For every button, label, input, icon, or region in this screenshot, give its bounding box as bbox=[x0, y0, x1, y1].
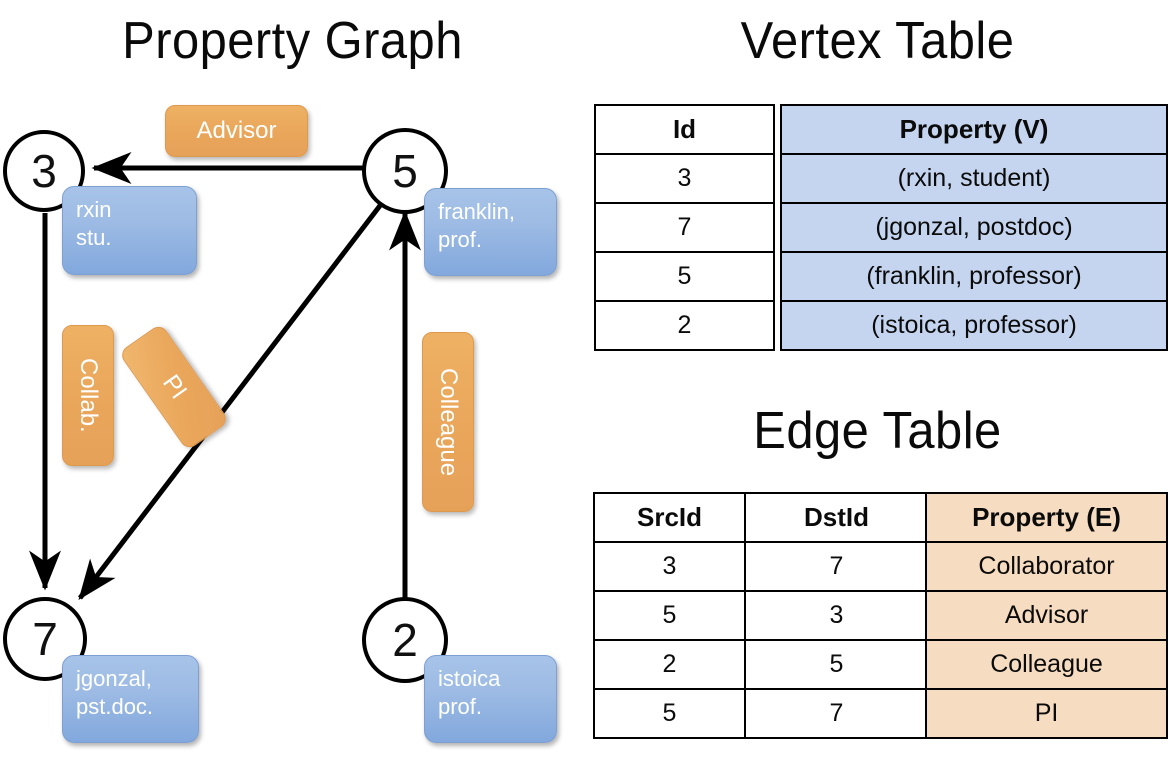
vertex-id-cell: 5 bbox=[594, 251, 775, 302]
vertex-node-5[interactable]: 5 bbox=[362, 128, 448, 214]
vertex-id-cell: 2 bbox=[594, 300, 775, 351]
section-title-edge-table: Edge Table bbox=[753, 402, 1002, 460]
edge-5-to-7-pi bbox=[78, 201, 384, 600]
vertex-node-2-label: 2 bbox=[392, 614, 418, 666]
edge-label-pi-text: PI bbox=[156, 369, 192, 404]
table-header-row: SrcId DstId bbox=[593, 492, 929, 543]
edge-label-advisor-text: Advisor bbox=[196, 117, 277, 144]
edge-table-id-columns: SrcId DstId 3 7 5 3 2 5 5 7 bbox=[593, 492, 929, 739]
vertex-table-header-property: Property (V) bbox=[780, 104, 1168, 155]
vertex-table-header-id: Id bbox=[594, 104, 775, 155]
edge-src-cell: 5 bbox=[593, 590, 746, 641]
vertex-table-id-column: Id 3 7 5 2 bbox=[594, 104, 775, 351]
vertex-5-property-box: franklin, prof. bbox=[424, 188, 557, 276]
section-title-vertex-table: Vertex Table bbox=[740, 12, 1015, 70]
edge-property-cell: PI bbox=[925, 688, 1168, 739]
table-header-row: Id bbox=[594, 104, 775, 155]
table-row[interactable]: 5 7 bbox=[593, 688, 929, 739]
vertex-property-cell: (franklin, professor) bbox=[780, 251, 1168, 302]
property-graph-diagram: 3 5 7 2 rxin stu. franklin, prof. jgonza… bbox=[3, 105, 557, 743]
edge-label-colleague: Colleague bbox=[422, 332, 474, 512]
edge-dst-cell: 7 bbox=[744, 688, 929, 739]
vertex-id-cell: 7 bbox=[594, 202, 775, 253]
vertex-7-property-box: jgonzal, pst.doc. bbox=[62, 655, 199, 743]
vertex-property-cell: (rxin, student) bbox=[780, 153, 1168, 204]
edge-table-property-column: Property (E) Collaborator Advisor Collea… bbox=[925, 492, 1168, 739]
edge-table-header-dstid: DstId bbox=[744, 492, 929, 543]
edge-label-advisor: Advisor bbox=[165, 105, 308, 157]
table-header-row: Property (E) bbox=[925, 492, 1168, 543]
edge-label-collab: Collab. bbox=[62, 325, 114, 466]
vertex-property-cell: (istoica, professor) bbox=[780, 300, 1168, 351]
table-row[interactable]: 5 bbox=[594, 251, 775, 302]
vertex-3-property-box: rxin stu. bbox=[62, 186, 197, 275]
table-row[interactable]: 3 7 bbox=[593, 541, 929, 592]
graph-edges-layer bbox=[29, 152, 421, 603]
edge-src-cell: 3 bbox=[593, 541, 746, 592]
table-header-row: Property (V) bbox=[780, 104, 1168, 155]
edge-property-cell: Advisor bbox=[925, 590, 1168, 641]
table-row[interactable]: Collaborator bbox=[925, 541, 1168, 592]
edge-label-collab-text: Collab. bbox=[75, 358, 102, 433]
edge-property-cell: Colleague bbox=[925, 639, 1168, 690]
table-row[interactable]: 2 5 bbox=[593, 639, 929, 690]
edge-property-cell: Collaborator bbox=[925, 541, 1168, 592]
edge-src-cell: 2 bbox=[593, 639, 746, 690]
vertex-2-property-box: istoica prof. bbox=[424, 655, 557, 743]
edge-dst-cell: 3 bbox=[744, 590, 929, 641]
edge-table-header-srcid: SrcId bbox=[593, 492, 746, 543]
vertex-table-property-column: Property (V) (rxin, student) (jgonzal, p… bbox=[780, 104, 1168, 351]
table-row[interactable]: 7 bbox=[594, 202, 775, 253]
table-row[interactable]: 5 3 bbox=[593, 590, 929, 641]
edge-label-colleague-text: Colleague bbox=[435, 367, 462, 477]
vertex-property-cell: (jgonzal, postdoc) bbox=[780, 202, 1168, 253]
table-row[interactable]: PI bbox=[925, 688, 1168, 739]
vertex-id-cell: 3 bbox=[594, 153, 775, 204]
edge-dst-cell: 7 bbox=[744, 541, 929, 592]
edge-table-header-property: Property (E) bbox=[925, 492, 1168, 543]
table-row[interactable]: 3 bbox=[594, 153, 775, 204]
vertex-node-5-label: 5 bbox=[392, 145, 418, 197]
vertex-node-7-label: 7 bbox=[32, 613, 58, 665]
page-title-property-graph: Property Graph bbox=[122, 12, 463, 70]
table-row[interactable]: (rxin, student) bbox=[780, 153, 1168, 204]
table-row[interactable]: (istoica, professor) bbox=[780, 300, 1168, 351]
edge-dst-cell: 5 bbox=[744, 639, 929, 690]
table-row[interactable]: Colleague bbox=[925, 639, 1168, 690]
edge-src-cell: 5 bbox=[593, 688, 746, 739]
table-row[interactable]: 2 bbox=[594, 300, 775, 351]
vertex-node-3-label: 3 bbox=[31, 145, 57, 197]
table-row[interactable]: (franklin, professor) bbox=[780, 251, 1168, 302]
table-row[interactable]: (jgonzal, postdoc) bbox=[780, 202, 1168, 253]
vertex-node-2[interactable]: 2 bbox=[362, 597, 448, 683]
table-row[interactable]: Advisor bbox=[925, 590, 1168, 641]
